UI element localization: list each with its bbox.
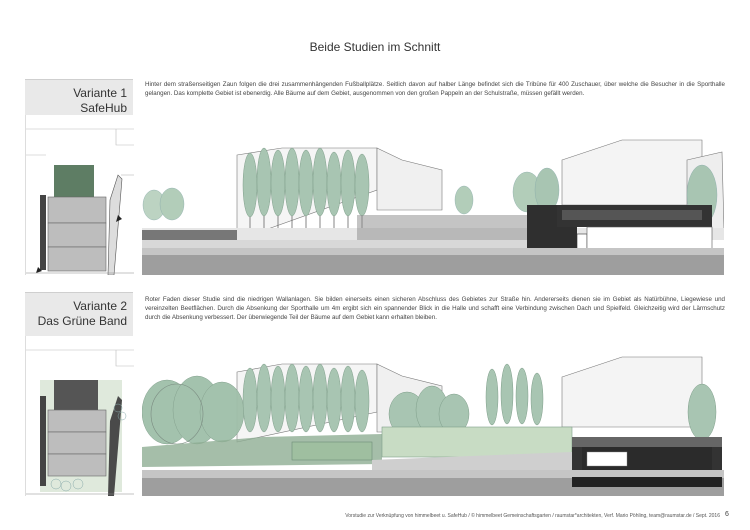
variant-2-site-plan [25,336,134,496]
variant-1-name: Variante 1 [73,86,127,100]
variant-2-section-rendering [141,352,724,512]
variant-1-section-rendering [142,130,725,290]
variant-1-subtitle: SafeHub [80,101,127,115]
variant-2-label: Variante 2 Das Grüne Band [25,292,133,336]
variant-2-description: Roter Faden dieser Studie sind die niedr… [145,296,725,321]
footer-credits: Vorstudie zur Verknüpfung von himmelbeet… [345,513,720,519]
variant-2-name: Variante 2 [73,299,127,313]
variant-1-description: Hinter dem straßenseitigen Zaun folgen d… [145,81,725,97]
variant-1-site-plan [25,115,134,276]
page-title: Beide Studien im Schnitt [309,40,441,54]
variant-2-subtitle: Das Grüne Band [37,314,127,328]
page-number: 6 [725,511,729,518]
